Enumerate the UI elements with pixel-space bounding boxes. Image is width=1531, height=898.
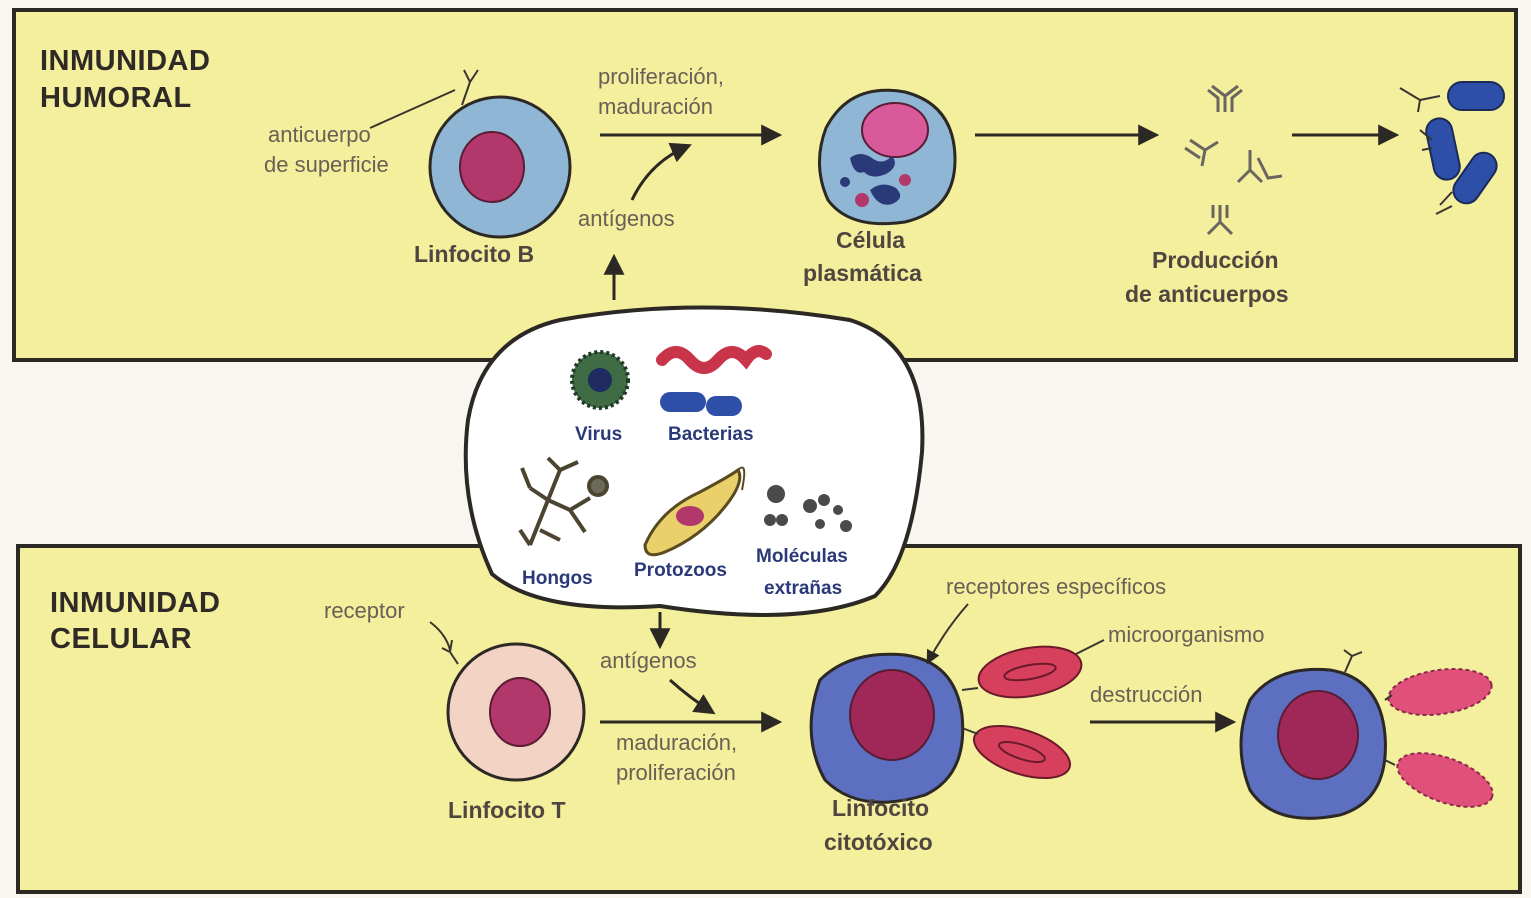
surface-antibody-label-line2: de superficie (264, 152, 389, 177)
plasma-cell-label-line1: Célula (836, 227, 905, 253)
maturation-label-line2: proliferación (616, 760, 736, 785)
cytotoxic-label-line1: Linfocito (832, 795, 929, 821)
protozoa-label: Protozoos (634, 560, 727, 581)
antigens-cellular-label: antígenos (600, 648, 697, 673)
destruction-label: destrucción (1090, 682, 1203, 707)
bacteria-label: Bacterias (668, 424, 754, 445)
antigens-humoral-label: antígenos (578, 206, 675, 231)
plasma-cell (819, 90, 955, 223)
humoral-panel (14, 10, 1516, 360)
microorganism-label: microorganismo (1108, 622, 1265, 647)
surface-antibody-label-line1: anticuerpo (268, 122, 371, 147)
antibody-production-label-line2: de anticuerpos (1125, 281, 1289, 307)
cellular-title-line2: CELULAR (50, 623, 192, 655)
cytotoxic-lymphocyte (811, 654, 963, 802)
receptor-label: receptor (324, 598, 405, 623)
proliferation-label-line1: proliferación, (598, 64, 724, 89)
t-cell-label: Linfocito T (448, 797, 566, 823)
molecules-label-line2: extrañas (764, 578, 842, 599)
cellular-title-line1: INMUNIDAD (50, 587, 220, 619)
plasma-cell-label-line2: plasmática (803, 260, 922, 286)
humoral-title-line2: HUMORAL (40, 82, 192, 114)
b-lymphocyte (430, 97, 570, 237)
cytotoxic-label-line2: citotóxico (824, 829, 933, 855)
b-cell-label: Linfocito B (414, 241, 534, 267)
virus-label: Virus (575, 424, 622, 445)
virus-icon (572, 352, 628, 408)
proliferation-label-line2: maduración (598, 94, 713, 119)
antibody-production-label-line1: Producción (1152, 247, 1279, 273)
fungi-label: Hongos (522, 568, 593, 589)
molecules-label-line1: Moléculas (756, 546, 848, 567)
specific-receptors-label: receptores específicos (946, 574, 1166, 599)
humoral-title-line1: INMUNIDAD (40, 45, 210, 77)
maturation-label-line1: maduración, (616, 730, 737, 755)
